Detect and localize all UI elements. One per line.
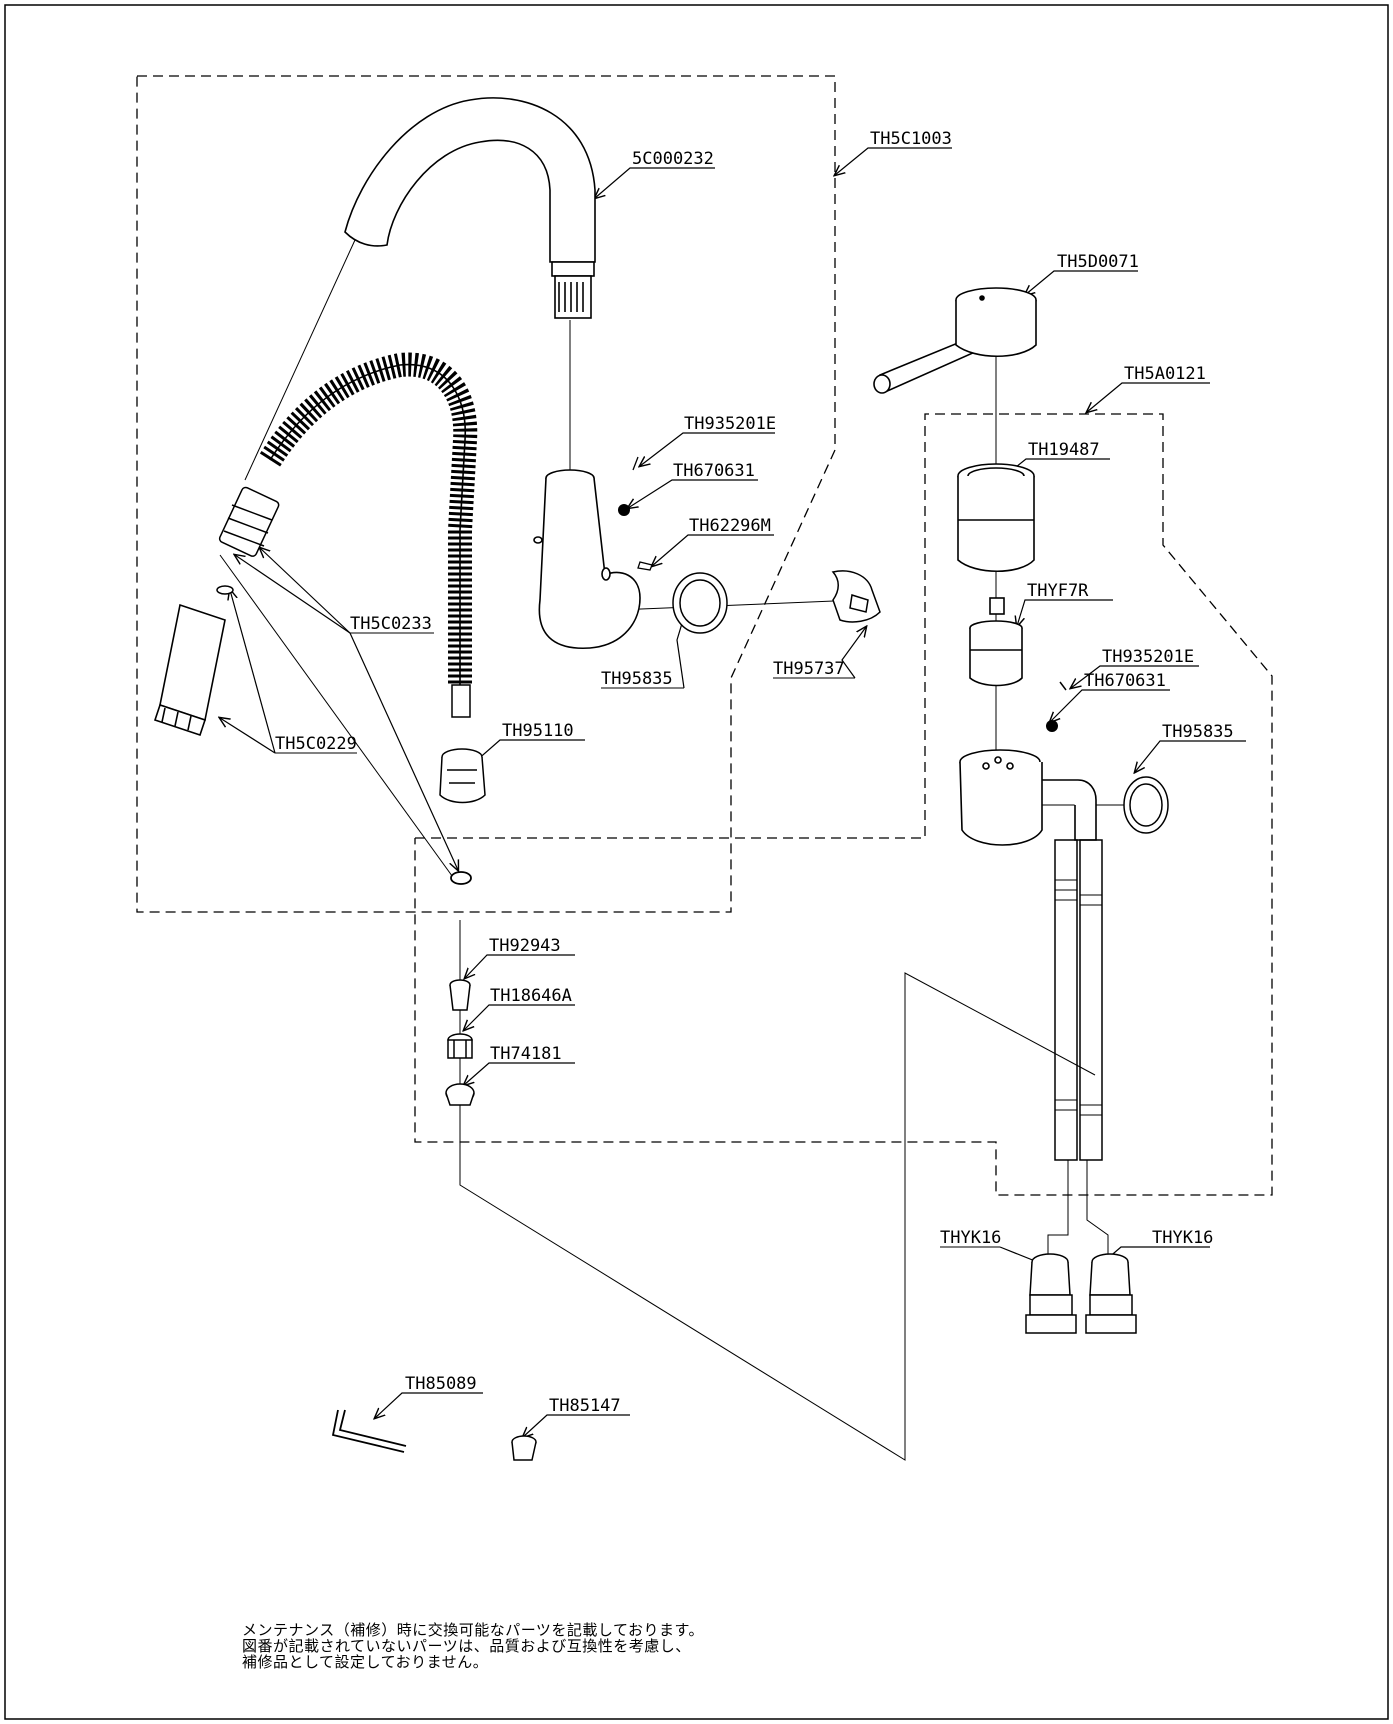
washer-part: [450, 871, 472, 885]
stop-valve-right-part: [1085, 1253, 1137, 1334]
label-nut: TH18646A: [490, 986, 572, 1006]
cap-nut-part: [957, 463, 1035, 573]
adapter-part: [511, 1435, 537, 1461]
supply-tubes-part: [1054, 839, 1103, 1161]
drawing-border: [4, 4, 1389, 1720]
label-ball-right: TH670631: [1084, 671, 1166, 691]
label-cartridge: THYF7R: [1027, 581, 1089, 601]
check-valve-part: [449, 979, 471, 1011]
clamp-part: [445, 1083, 475, 1106]
note-line-1: メンテナンス（補修）時に交換可能なパーツを記載しております。: [242, 1621, 705, 1639]
hose-connector-part: [216, 486, 280, 595]
label-body-assembly: TH5A0121: [1124, 364, 1206, 384]
label-clamp: TH74181: [490, 1044, 562, 1064]
label-hose-connector: TH5C0233: [350, 614, 432, 634]
nut-part: [447, 1033, 473, 1059]
label-clip: TH95737: [773, 659, 845, 679]
screw-left-part: [632, 456, 639, 471]
note-line-2: 図番が記載されていないパーツは、品質および互換性を考慮し、: [242, 1637, 691, 1655]
label-screw-right: TH935201E: [1102, 647, 1194, 667]
label-ball-left: TH670631: [673, 461, 755, 481]
label-handle: TH5D0071: [1057, 252, 1139, 272]
oring-right-part: [1123, 776, 1169, 834]
label-spout-assembly: TH5C1003: [870, 129, 952, 149]
oring-left-part: [672, 572, 728, 634]
hose-part: [259, 352, 478, 718]
hose-group-outline: [414, 413, 1273, 1196]
label-shower-head: TH5C0229: [275, 734, 357, 754]
maintenance-note: メンテナンス（補修）時に交換可能なパーツを記載しております。 図番が記載されてい…: [242, 1622, 704, 1670]
label-screw-left: TH935201E: [684, 414, 776, 434]
label-oring-right: TH95835: [1162, 722, 1234, 742]
clip-part: [831, 570, 881, 623]
screw-right-part: [1059, 681, 1067, 691]
spout-assembly-outline: [136, 75, 836, 913]
weight-part: [439, 748, 486, 804]
shower-head-part: [153, 603, 226, 737]
spout-body-part: [533, 469, 641, 650]
label-valve-left: THYK16: [940, 1228, 1001, 1248]
cartridge-part: [969, 597, 1023, 687]
label-oring-left: TH95835: [601, 669, 673, 689]
label-check-valve: TH92943: [489, 936, 561, 956]
spout-part: [344, 97, 596, 319]
handle-part: [873, 287, 1037, 394]
ball-right-part: [1046, 720, 1058, 732]
pin-part: [637, 561, 653, 571]
label-pin: TH62296M: [689, 516, 771, 536]
stop-valve-left-part: [1025, 1253, 1077, 1334]
ball-left-part: [618, 504, 630, 516]
label-weight: TH95110: [502, 721, 574, 741]
label-valve-right: THYK16: [1152, 1228, 1213, 1248]
label-cap-nut: TH19487: [1028, 440, 1100, 460]
faucet-body-part: [959, 749, 1097, 846]
label-hex-wrench: TH85089: [405, 1374, 477, 1394]
label-adapter: TH85147: [549, 1396, 621, 1416]
note-line-3: 補修品として設定しておりません。: [242, 1653, 489, 1671]
hex-wrench-part: [331, 1409, 407, 1453]
label-spout: 5C000232: [632, 149, 714, 169]
